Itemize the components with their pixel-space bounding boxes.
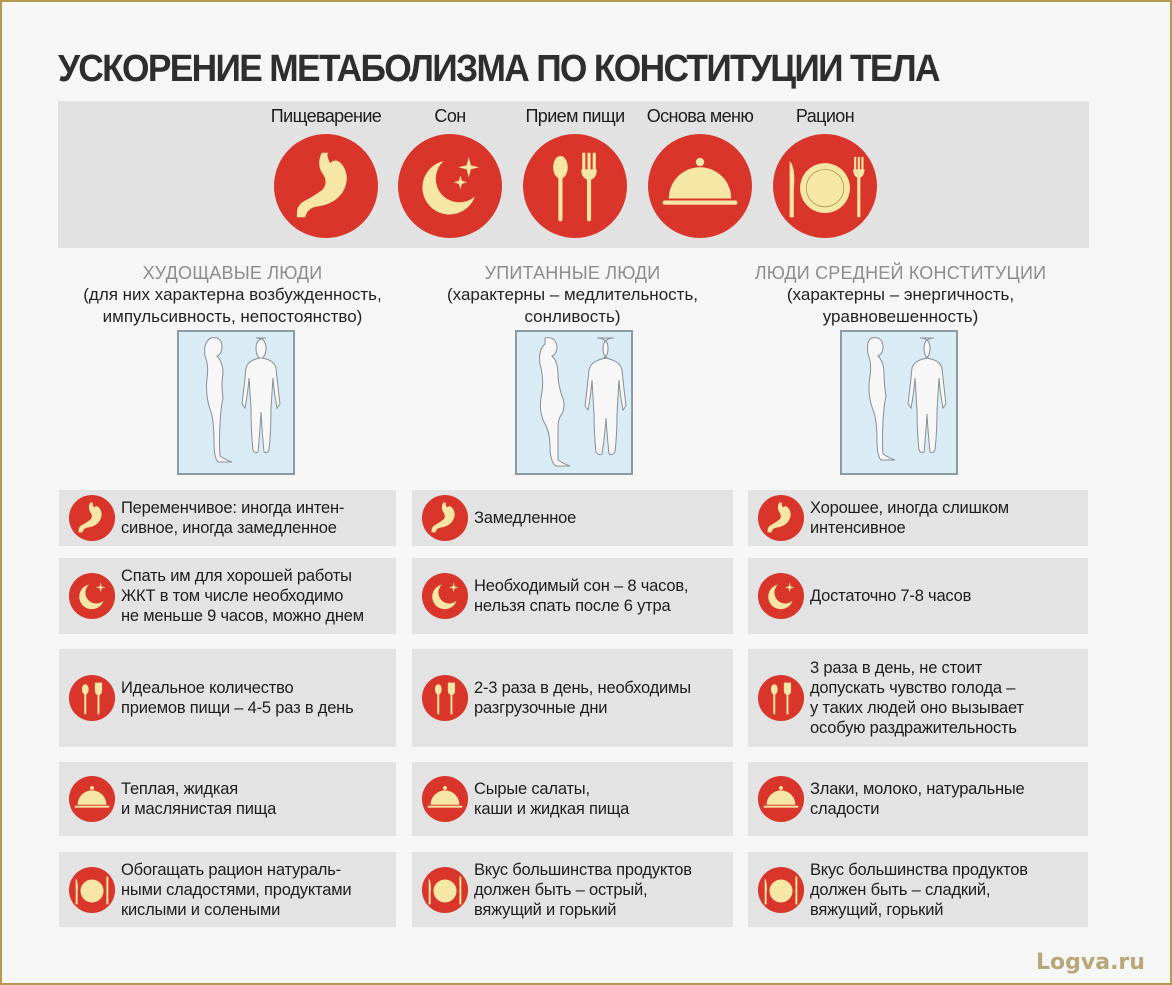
cell-text: Обогащать рацион натураль- ными сладостя…	[121, 860, 352, 919]
thin-body-figure	[177, 330, 295, 475]
cloche-icon	[648, 134, 752, 238]
category-label: Пищеварение	[270, 106, 382, 126]
category-label: Рацион	[795, 106, 855, 126]
column-header-heavy: УПИТАННЫЕ ЛЮДИ (характерны – медлительно…	[400, 262, 745, 328]
cell-text: Идеальное количество приемов пищи – 4-5 …	[121, 679, 354, 717]
cell-text: Злаки, молоко, натуральные сладости	[810, 780, 1025, 818]
category-label: Основа меню	[646, 106, 754, 126]
plate-cutlery-icon	[757, 866, 805, 913]
heavy-body-figure	[515, 330, 633, 475]
cell-thin-sleep: Спать им для хорошей работы ЖКТ в том чи…	[59, 558, 396, 634]
category-label: Прием пищи	[525, 106, 625, 126]
cell-text: Замедленное	[474, 509, 577, 527]
cell-heavy-sleep: Необходимый сон – 8 часов, нельзя спать …	[412, 558, 733, 634]
cell-average-diet: Вкус большинства продуктов должен быть –…	[748, 852, 1088, 927]
plate-cutlery-icon	[421, 866, 469, 913]
cell-text: Необходимый сон – 8 часов, нельзя спать …	[474, 577, 689, 615]
column-subtitle: (для них характерна возбужденность,	[83, 285, 382, 304]
cloche-icon	[421, 775, 469, 823]
category-digestion: Пищеварение	[264, 101, 388, 238]
cell-average-sleep: Достаточно 7-8 часов	[748, 558, 1088, 634]
plate-cutlery-icon	[68, 866, 116, 913]
cloche-icon	[757, 775, 805, 823]
moon-stars-icon	[398, 134, 502, 238]
watermark: Logva.ru	[1036, 950, 1145, 975]
spoon-fork-icon	[523, 134, 627, 238]
cell-average-digestion: Хорошее, иногда слишком интенсивное	[748, 490, 1088, 546]
cell-text: Достаточно 7-8 часов	[810, 587, 972, 605]
column-header-average: ЛЮДИ СРЕДНЕЙ КОНСТИТУЦИИ (характерны – э…	[728, 262, 1073, 328]
category-diet: Рацион	[763, 101, 887, 238]
cell-text: Вкус большинства продуктов должен быть –…	[810, 860, 1028, 919]
column-subtitle: (характерны – медлительность,	[446, 285, 699, 304]
plate-cutlery-icon	[773, 134, 877, 238]
cell-heavy-diet: Вкус большинства продуктов должен быть –…	[412, 852, 733, 927]
average-body-figure	[840, 330, 958, 475]
column-subtitle: импульсивность, непостоянство)	[102, 307, 363, 326]
cell-text: Теплая, жидкая и маслянистая пища	[121, 780, 277, 818]
column-title: ЛЮДИ СРЕДНЕЙ КОНСТИТУЦИИ	[754, 263, 1047, 283]
column-subtitle: (характерны – энергичность,	[786, 285, 1015, 304]
moon-stars-icon	[421, 572, 469, 620]
moon-stars-icon	[68, 572, 116, 620]
spoon-fork-icon	[757, 674, 805, 722]
cell-text: Сырые салаты, каши и жидкая пища	[474, 780, 630, 818]
spoon-fork-icon	[421, 674, 469, 722]
column-subtitle: сонливость)	[524, 307, 621, 326]
cell-thin-digestion: Переменчивое: иногда интен- сивное, иног…	[59, 490, 396, 546]
cell-thin-meals: Идеальное количество приемов пищи – 4-5 …	[59, 649, 396, 747]
stomach-icon	[68, 494, 116, 542]
category-menu-base: Основа меню	[638, 101, 762, 238]
cell-thin-menu: Теплая, жидкая и маслянистая пища	[59, 762, 396, 836]
cell-heavy-menu: Сырые салаты, каши и жидкая пища	[412, 762, 733, 836]
category-meals: Прием пищи	[513, 101, 637, 238]
cell-text: Спать им для хорошей работы ЖКТ в том чи…	[121, 567, 364, 625]
category-label: Сон	[434, 106, 466, 126]
cell-average-meals: 3 раза в день, не стоит допускать чувств…	[748, 649, 1088, 747]
cell-heavy-meals: 2-3 раза в день, необходимы разгрузочные…	[412, 649, 733, 747]
cell-text: Переменчивое: иногда интен- сивное, иног…	[121, 499, 345, 537]
stomach-icon	[421, 494, 469, 542]
moon-stars-icon	[757, 572, 805, 620]
cell-text: Хорошее, иногда слишком интенсивное	[810, 499, 1009, 537]
page-title: УСКОРЕНИЕ МЕТАБОЛИЗМА ПО КОНСТИТУЦИИ ТЕЛ…	[58, 48, 940, 90]
cell-text: Вкус большинства продуктов должен быть –…	[474, 860, 692, 919]
column-subtitle: уравновешенность)	[822, 307, 979, 326]
column-header-thin: ХУДОЩАВЫЕ ЛЮДИ (для них характерна возбу…	[60, 262, 405, 328]
cell-heavy-digestion: Замедленное	[412, 490, 733, 546]
cell-text: 2-3 раза в день, необходимы разгрузочные…	[474, 679, 691, 717]
cell-thin-diet: Обогащать рацион натураль- ными сладостя…	[59, 852, 396, 927]
stomach-icon	[274, 134, 378, 238]
cloche-icon	[68, 775, 116, 823]
category-sleep: Сон	[388, 101, 512, 238]
cell-average-menu: Злаки, молоко, натуральные сладости	[748, 762, 1088, 836]
cell-text: 3 раза в день, не стоит допускать чувств…	[810, 659, 1024, 737]
column-title: ХУДОЩАВЫЕ ЛЮДИ	[142, 263, 323, 283]
spoon-fork-icon	[68, 674, 116, 722]
category-icon-band: Пищеварение Сон Прием пищи Основа меню	[58, 101, 1089, 248]
stomach-icon	[757, 494, 805, 542]
column-title: УПИТАННЫЕ ЛЮДИ	[484, 263, 661, 283]
